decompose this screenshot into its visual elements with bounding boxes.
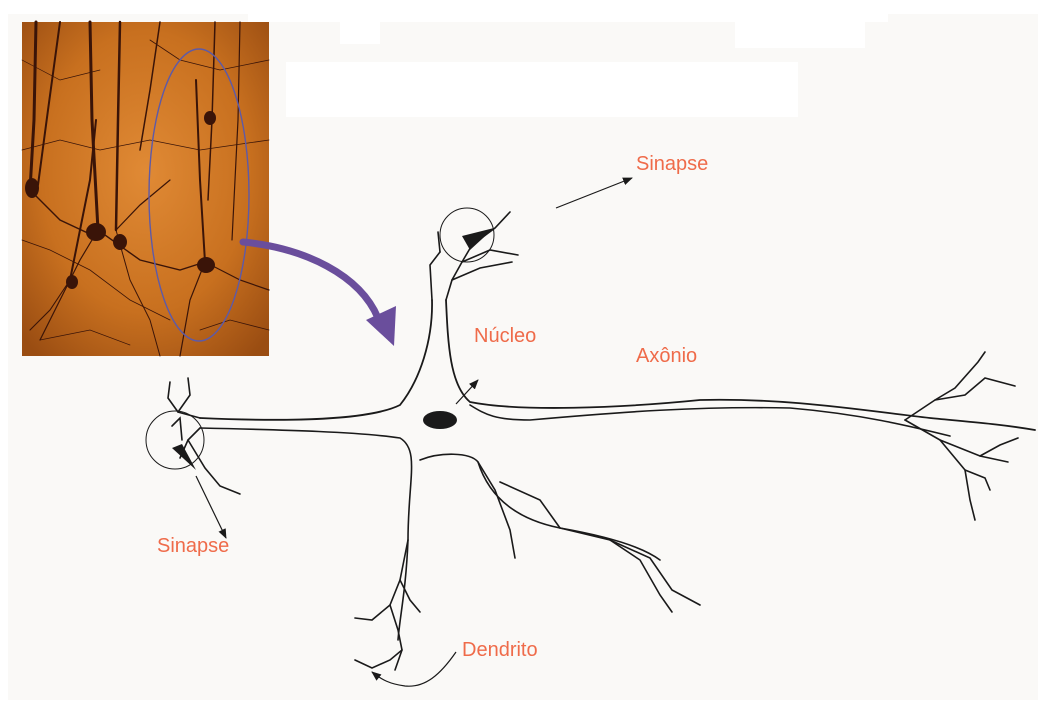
nucleus-shape bbox=[423, 411, 457, 429]
label-nucleus: Núcleo bbox=[474, 326, 536, 346]
label-synapse-left: Sinapse bbox=[157, 536, 229, 556]
label-synapse-top: Sinapse bbox=[636, 154, 708, 174]
blank-title-box bbox=[286, 62, 798, 117]
label-dendrite: Dendrito bbox=[462, 640, 538, 660]
label-axon: Axônio bbox=[636, 346, 697, 366]
